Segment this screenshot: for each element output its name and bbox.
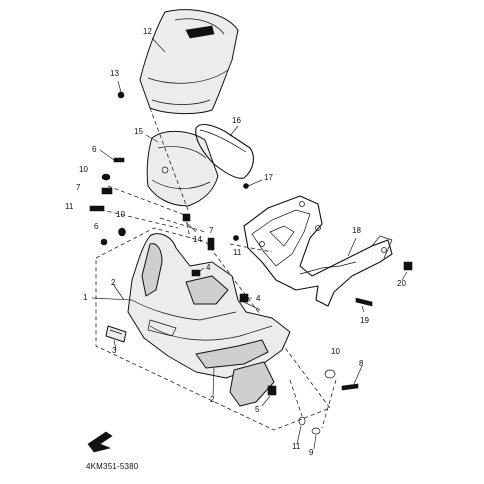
callout-7a: 7 bbox=[76, 183, 81, 192]
callout-14: 14 bbox=[193, 235, 202, 244]
callout-10a: 10 bbox=[79, 165, 88, 174]
screw-6-lower bbox=[100, 238, 108, 246]
trim-seal-part bbox=[195, 123, 254, 179]
callout-7b: 7 bbox=[209, 226, 214, 235]
callout-4a: 4 bbox=[206, 263, 211, 272]
upper-cowling-part bbox=[127, 233, 291, 379]
callout-9: 9 bbox=[309, 448, 314, 457]
callout-20: 20 bbox=[397, 279, 406, 288]
assembly-outline bbox=[95, 227, 331, 431]
bolt-19 bbox=[355, 297, 373, 313]
callout-10c: 10 bbox=[331, 347, 340, 356]
callout-13: 13 bbox=[110, 69, 119, 78]
inner-panel-part bbox=[146, 131, 219, 207]
callout-18: 18 bbox=[352, 226, 361, 235]
nut-14 bbox=[182, 213, 197, 233]
callout-12: 12 bbox=[143, 27, 152, 36]
callout-5: 5 bbox=[255, 405, 260, 414]
clip-4-right bbox=[239, 293, 249, 303]
callout-2b: 2 bbox=[210, 395, 215, 404]
clip-9 bbox=[311, 427, 321, 450]
screw-11-bottom bbox=[296, 416, 306, 445]
decal-3-part bbox=[105, 325, 127, 343]
bolt-7-left bbox=[101, 187, 113, 195]
callout-16: 16 bbox=[232, 116, 241, 125]
front-arrow-icon bbox=[87, 431, 113, 453]
grommet-5 bbox=[261, 385, 277, 407]
bolt-8 bbox=[341, 365, 363, 391]
callout-labels: 12 13 15 16 6 10 17 7 11 10 6 7 18 14 11… bbox=[65, 27, 406, 457]
callout-6b: 6 bbox=[94, 222, 99, 231]
callout-2a: 2 bbox=[111, 278, 116, 287]
bolt-20 bbox=[401, 261, 413, 281]
washer-10-right bbox=[324, 369, 336, 379]
callout-11c: 11 bbox=[292, 442, 301, 451]
callout-17: 17 bbox=[264, 173, 273, 182]
screw-11-left bbox=[89, 205, 105, 212]
diagram-reference-code: 4KM351-5380 bbox=[86, 462, 139, 471]
callout-11b: 11 bbox=[233, 248, 242, 257]
callout-19: 19 bbox=[360, 316, 369, 325]
clip-4-upper bbox=[191, 269, 201, 277]
screw-13 bbox=[117, 80, 125, 99]
callout-1: 1 bbox=[83, 293, 88, 302]
callout-4b: 4 bbox=[256, 294, 261, 303]
windscreen-part bbox=[139, 9, 239, 115]
callout-6a: 6 bbox=[92, 145, 97, 154]
callout-8: 8 bbox=[359, 359, 364, 368]
washer-10-top bbox=[101, 173, 111, 181]
bolt-7-upper bbox=[207, 237, 215, 251]
callout-10b: 10 bbox=[116, 210, 125, 219]
screw-11-upper bbox=[233, 235, 239, 241]
washer-10-mid bbox=[118, 227, 126, 237]
callout-15: 15 bbox=[134, 127, 143, 136]
side-panel-2-lower bbox=[229, 361, 275, 407]
screw-6-top bbox=[99, 149, 125, 163]
callout-11a: 11 bbox=[65, 202, 74, 211]
callout-3: 3 bbox=[112, 346, 117, 355]
bolt-17 bbox=[243, 179, 263, 189]
stay-frame-part bbox=[243, 195, 393, 307]
